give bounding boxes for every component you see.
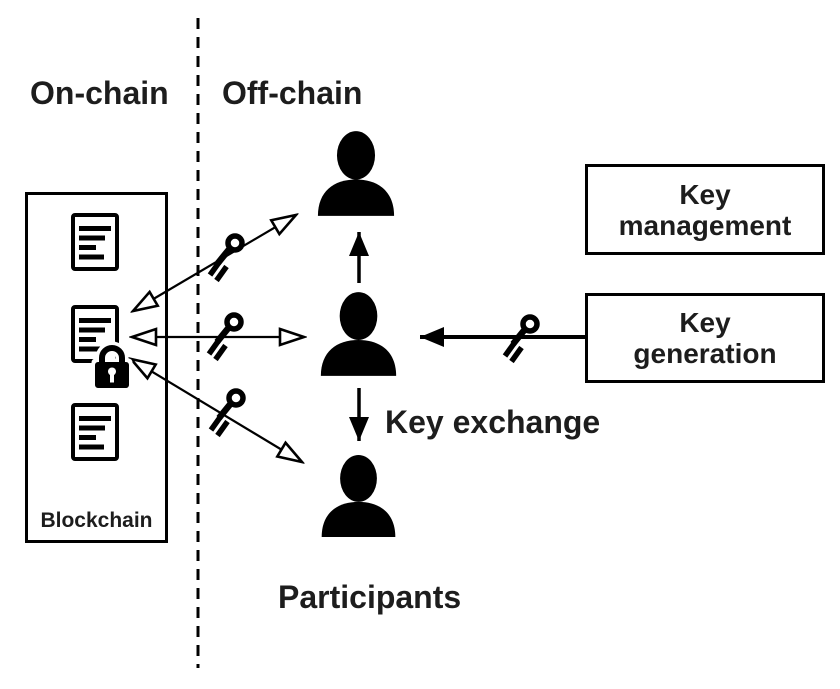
person-icon bbox=[320, 292, 397, 376]
padlock-icon bbox=[91, 341, 133, 392]
key-icon bbox=[505, 317, 537, 362]
participants-label: Participants bbox=[278, 579, 462, 615]
key-exchange-label: Key exchange bbox=[385, 404, 601, 440]
key-generation-box: Key generation bbox=[585, 293, 825, 383]
blockchain-label: Blockchain bbox=[40, 509, 153, 532]
key-management-box: Key management bbox=[585, 164, 825, 255]
key-management-line1: Key bbox=[679, 178, 731, 210]
key-icon bbox=[211, 391, 243, 436]
arrow-document-to-top-participant bbox=[133, 215, 296, 311]
key-icon bbox=[210, 236, 242, 281]
arrow-document-to-bottom-participant bbox=[131, 359, 302, 462]
key-management-line2: management bbox=[618, 209, 792, 241]
on-chain-label: On-chain bbox=[30, 75, 169, 111]
person-icon bbox=[317, 131, 395, 216]
key-generation-line1: Key bbox=[679, 307, 731, 338]
off-chain-label: Off-chain bbox=[222, 75, 363, 111]
blockchain-box: Blockchain bbox=[25, 192, 168, 543]
key-generation-line2: generation bbox=[633, 338, 777, 369]
person-icon bbox=[321, 455, 396, 537]
